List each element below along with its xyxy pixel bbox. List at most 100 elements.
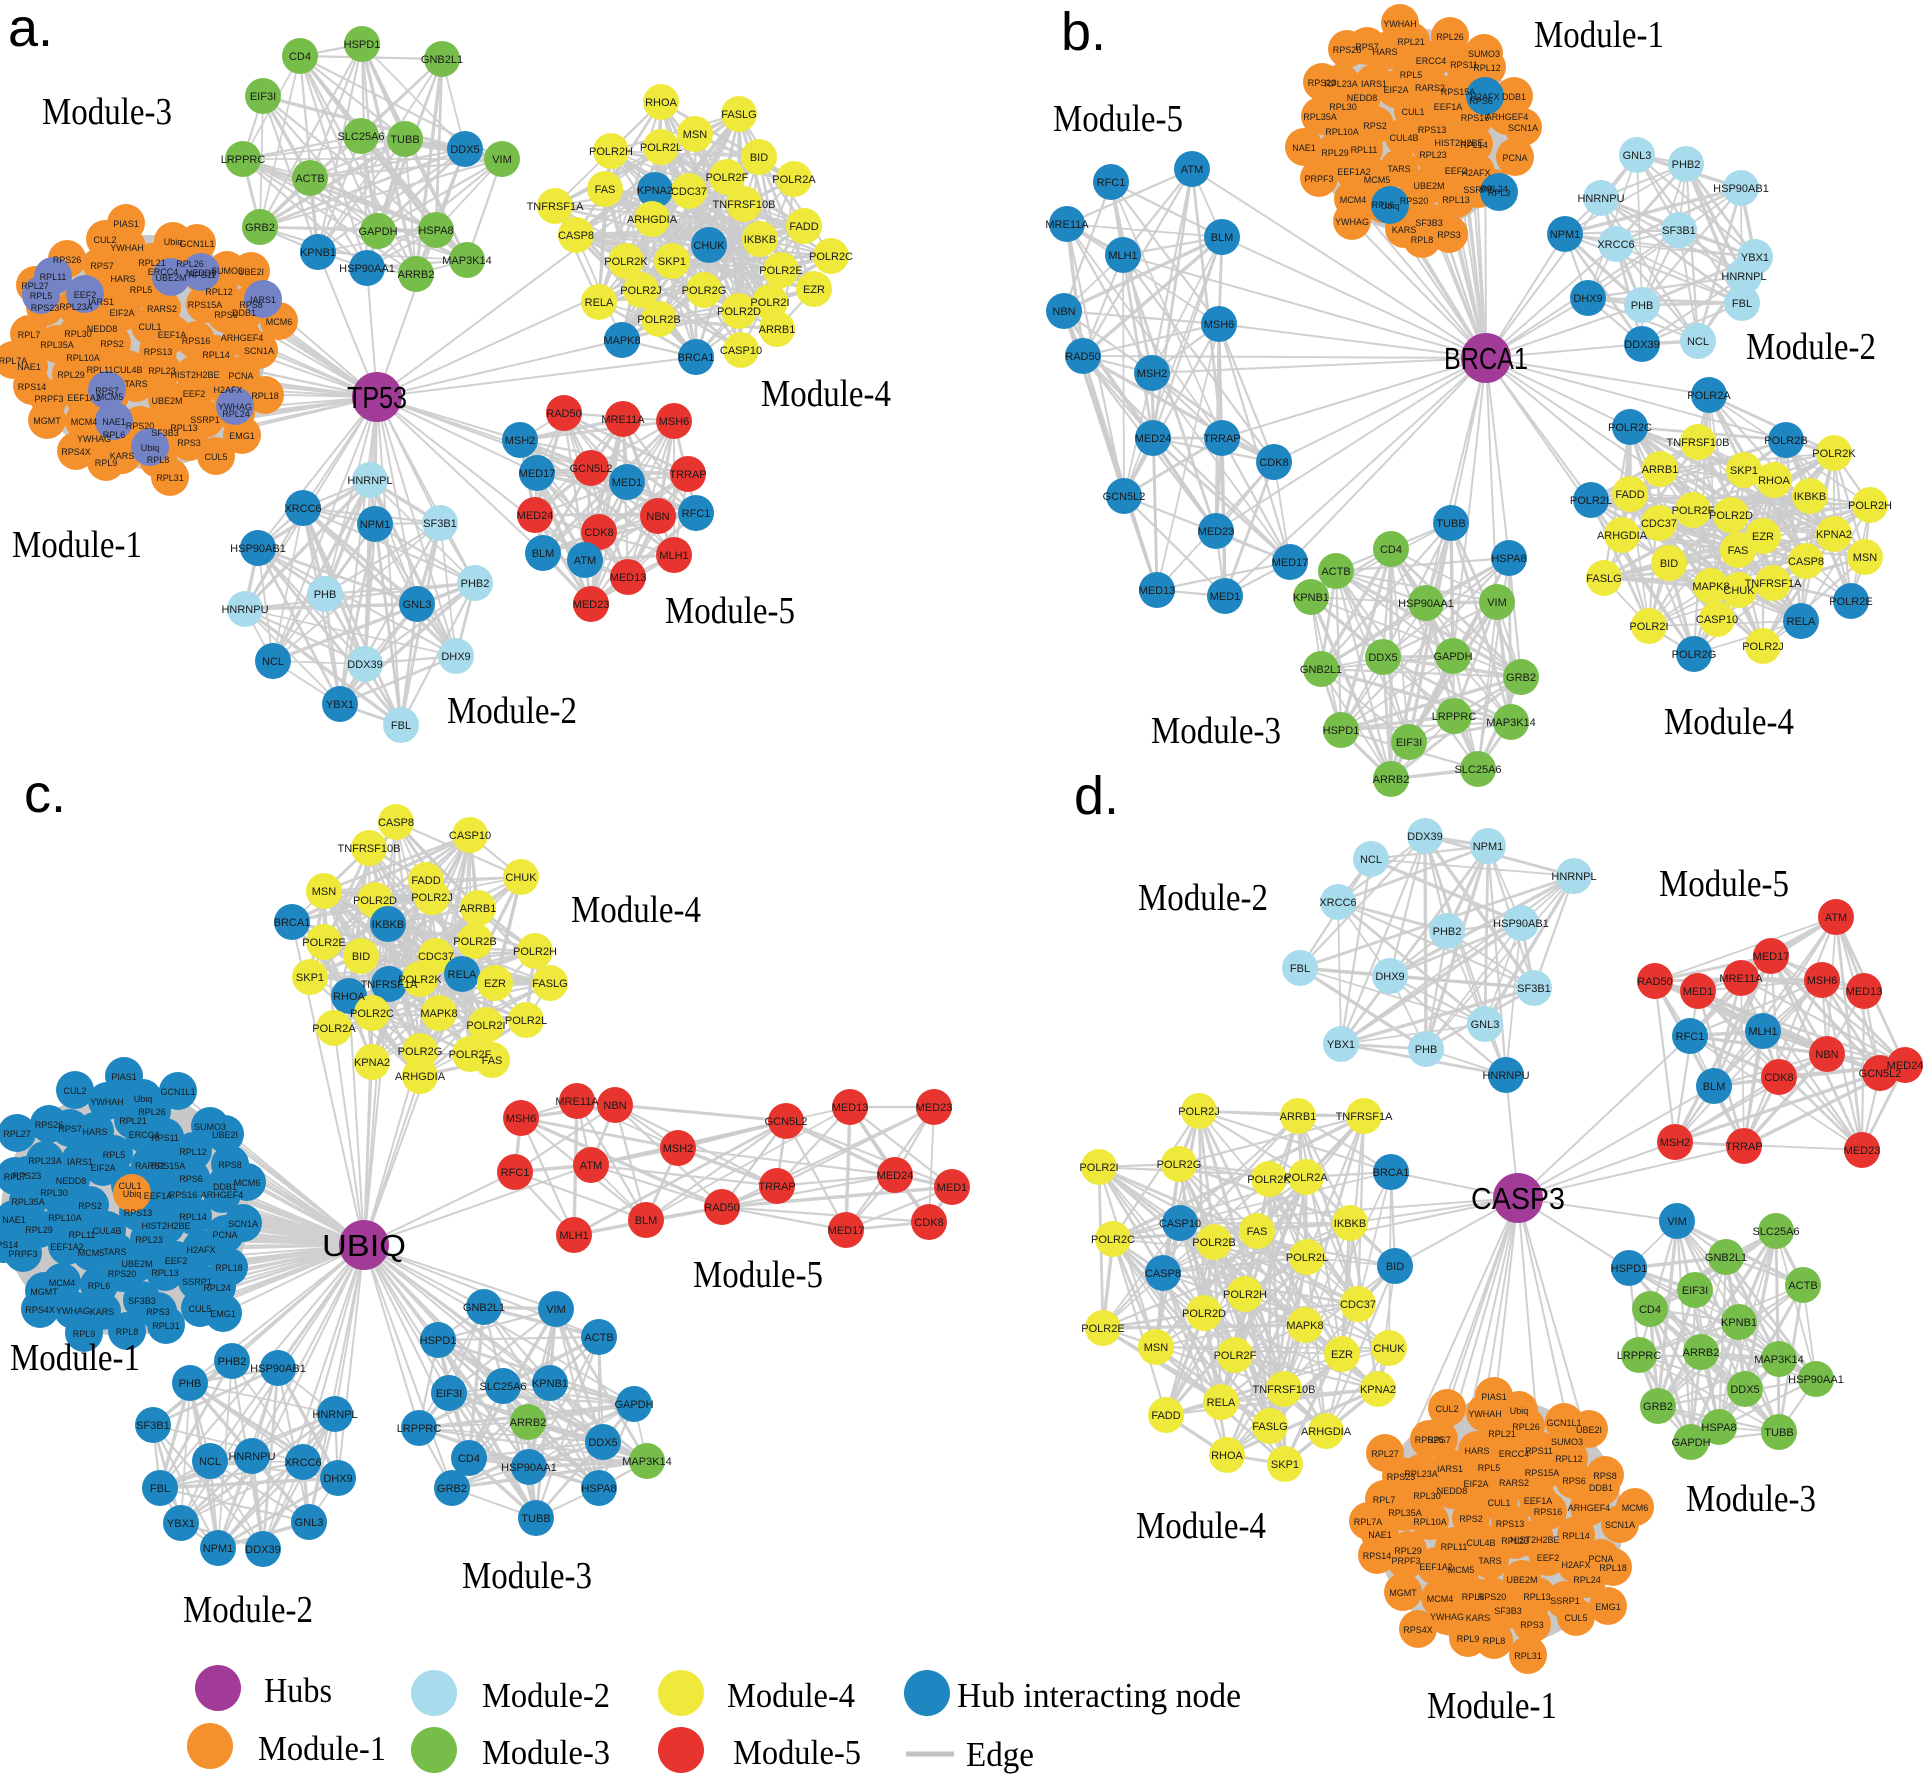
- svg-text:EEF1A: EEF1A: [1434, 102, 1463, 112]
- svg-text:PRPF3: PRPF3: [1391, 1556, 1420, 1566]
- svg-text:RPL11: RPL11: [1441, 1542, 1468, 1552]
- svg-text:RPL8: RPL8: [1411, 235, 1434, 245]
- svg-text:GRB2: GRB2: [245, 222, 275, 234]
- svg-text:UBE2M: UBE2M: [121, 1259, 152, 1269]
- svg-text:NAE1: NAE1: [102, 417, 126, 427]
- svg-text:POLR2A: POLR2A: [1687, 390, 1731, 402]
- svg-text:POLR2C: POLR2C: [1608, 422, 1652, 434]
- svg-text:HSP90AA1: HSP90AA1: [501, 1462, 557, 1474]
- svg-text:MED23: MED23: [916, 1102, 953, 1114]
- svg-text:EZR: EZR: [1752, 531, 1774, 543]
- svg-text:YWHAG: YWHAG: [56, 1306, 90, 1316]
- svg-text:RPS26: RPS26: [35, 1120, 64, 1130]
- svg-text:RAD50: RAD50: [1637, 976, 1672, 988]
- svg-text:RPL8: RPL8: [116, 1327, 139, 1337]
- svg-text:CUL4B: CUL4B: [1389, 133, 1418, 143]
- svg-text:RPL35A: RPL35A: [40, 340, 74, 350]
- svg-text:GRB2: GRB2: [1643, 1401, 1673, 1413]
- svg-text:EIF2A: EIF2A: [109, 308, 134, 318]
- svg-text:Module-5: Module-5: [693, 1254, 823, 1296]
- svg-text:KPNB1: KPNB1: [532, 1378, 568, 1390]
- svg-text:CDK8: CDK8: [1764, 1072, 1793, 1084]
- svg-text:DDB1: DDB1: [1502, 92, 1526, 102]
- svg-text:TNFRSF10B: TNFRSF10B: [1667, 437, 1730, 449]
- svg-text:IKBKB: IKBKB: [1794, 491, 1826, 503]
- svg-text:RPS23: RPS23: [31, 303, 60, 313]
- svg-text:RPL8: RPL8: [147, 455, 170, 465]
- svg-text:PHB2: PHB2: [461, 578, 490, 590]
- svg-text:CUL1: CUL1: [1401, 107, 1424, 117]
- svg-text:POLR2A: POLR2A: [312, 1023, 356, 1035]
- svg-text:RPS16: RPS16: [182, 336, 211, 346]
- svg-text:MSH2: MSH2: [505, 435, 536, 447]
- svg-text:ARRB1: ARRB1: [1642, 464, 1679, 476]
- svg-text:EZR: EZR: [803, 284, 825, 296]
- svg-text:LRPPRC: LRPPRC: [1432, 711, 1477, 723]
- svg-text:ARRB1: ARRB1: [460, 903, 497, 915]
- svg-text:Module-2: Module-2: [1746, 326, 1876, 368]
- svg-text:NCL: NCL: [262, 656, 284, 668]
- svg-text:RPL7: RPL7: [4, 1172, 27, 1182]
- svg-text:HSP90AB1: HSP90AB1: [1493, 918, 1549, 930]
- svg-text:CASP8: CASP8: [378, 817, 414, 829]
- svg-text:BLM: BLM: [1703, 1081, 1726, 1093]
- svg-text:POLR2B: POLR2B: [1192, 1237, 1235, 1249]
- svg-text:MED13: MED13: [1139, 585, 1176, 597]
- svg-text:RPL26: RPL26: [1436, 32, 1464, 42]
- svg-text:RPL29: RPL29: [1394, 1546, 1422, 1556]
- svg-text:RPS23: RPS23: [1387, 1472, 1416, 1482]
- svg-text:NCL: NCL: [199, 1456, 221, 1468]
- svg-text:PHB2: PHB2: [218, 1356, 247, 1368]
- svg-text:RPL5: RPL5: [103, 1150, 126, 1160]
- svg-text:Module-1: Module-1: [12, 524, 142, 566]
- svg-text:POLR2B: POLR2B: [637, 314, 680, 326]
- svg-text:SLC25A6: SLC25A6: [479, 1381, 526, 1393]
- svg-text:NPM1: NPM1: [1473, 841, 1504, 853]
- svg-text:YWHAG: YWHAG: [1430, 1612, 1464, 1622]
- svg-text:NPM1: NPM1: [360, 519, 391, 531]
- svg-text:SCN1A: SCN1A: [228, 1219, 258, 1229]
- svg-text:GNL3: GNL3: [1623, 150, 1652, 162]
- svg-text:TUBB: TUBB: [521, 1513, 550, 1525]
- svg-text:HSPA8: HSPA8: [1491, 553, 1526, 565]
- svg-text:CASP8: CASP8: [1145, 1268, 1181, 1280]
- svg-text:RPS2: RPS2: [1363, 121, 1387, 131]
- svg-text:NAE1: NAE1: [1368, 1530, 1392, 1540]
- svg-text:Ubiq: Ubiq: [1510, 1406, 1529, 1416]
- svg-text:EEF2: EEF2: [183, 389, 206, 399]
- svg-text:RPS3: RPS3: [146, 1307, 170, 1317]
- svg-text:NAE1: NAE1: [1292, 143, 1316, 153]
- svg-text:RELA: RELA: [585, 297, 614, 309]
- svg-text:TARS: TARS: [1387, 164, 1410, 174]
- svg-text:RPL31: RPL31: [1514, 1651, 1542, 1661]
- svg-text:MSN: MSN: [1144, 1342, 1169, 1354]
- svg-text:RPL11: RPL11: [1351, 145, 1378, 155]
- svg-text:RHOA: RHOA: [645, 97, 677, 109]
- svg-text:NBN: NBN: [1815, 1049, 1838, 1061]
- svg-text:RPS4X: RPS4X: [61, 447, 91, 457]
- svg-text:FASLG: FASLG: [1252, 1421, 1287, 1433]
- svg-text:FADD: FADD: [1615, 489, 1644, 501]
- svg-text:IARS1: IARS1: [67, 1157, 93, 1167]
- svg-text:CD4: CD4: [289, 51, 311, 63]
- svg-text:GCN5L2: GCN5L2: [1103, 491, 1146, 503]
- svg-text:RPL6: RPL6: [88, 1281, 111, 1291]
- svg-text:Module-2: Module-2: [183, 1589, 313, 1631]
- svg-text:CD4: CD4: [1639, 1304, 1661, 1316]
- svg-text:RPS20: RPS20: [1400, 196, 1429, 206]
- svg-text:FAS: FAS: [1247, 1226, 1268, 1238]
- svg-text:FBL: FBL: [150, 1483, 170, 1495]
- svg-text:POLR2D: POLR2D: [1709, 510, 1753, 522]
- svg-text:FADD: FADD: [789, 221, 818, 233]
- svg-text:MED1: MED1: [1683, 986, 1714, 998]
- svg-text:RPL12: RPL12: [1555, 1454, 1583, 1464]
- svg-text:DDX39: DDX39: [245, 1544, 280, 1556]
- svg-text:FADD: FADD: [1151, 1410, 1180, 1422]
- svg-text:RPL35A: RPL35A: [11, 1197, 45, 1207]
- svg-text:Module-3: Module-3: [462, 1555, 592, 1597]
- svg-text:NCL: NCL: [1360, 854, 1382, 866]
- svg-text:RPS14: RPS14: [1363, 1551, 1392, 1561]
- svg-text:RPS14: RPS14: [18, 382, 47, 392]
- svg-text:Module-4: Module-4: [727, 1676, 855, 1715]
- svg-text:SF3B3: SF3B3: [128, 1296, 156, 1306]
